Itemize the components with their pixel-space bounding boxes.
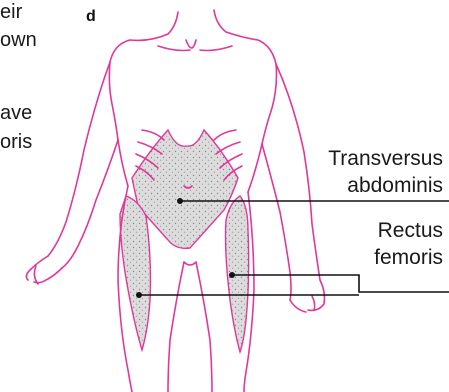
label-rectus-femoris-line1: Rectus <box>378 218 443 243</box>
label-transversus-abdominis-line1: Transversus <box>328 146 443 171</box>
leader-rectus-right <box>232 275 449 292</box>
label-transversus-abdominis-line2: abdominis <box>347 173 443 198</box>
rectus-femoris-muscle-left <box>120 196 151 350</box>
label-rectus-femoris-line2: femoris <box>374 245 443 270</box>
dot-rectus-right <box>229 272 235 278</box>
dot-transversus <box>177 198 183 204</box>
dot-rectus-left <box>136 292 142 298</box>
rectus-femoris-muscle-right <box>226 196 249 352</box>
